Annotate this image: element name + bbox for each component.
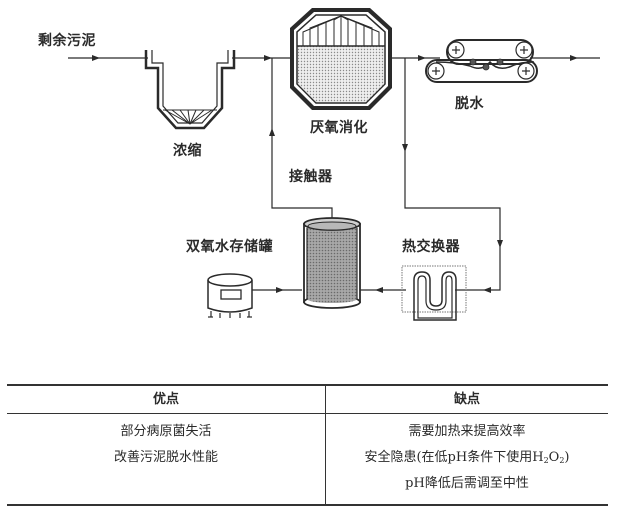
belt-press-dewatering-icon	[425, 39, 538, 83]
header-advantages: 优点	[152, 392, 179, 407]
advantage-item: 部分病原菌失活	[120, 424, 212, 439]
contactor-vessel-icon	[303, 217, 361, 309]
table-top-rule	[7, 384, 608, 386]
flow-arrow-from-storage	[276, 287, 284, 293]
process-flow-diagram	[68, 8, 600, 321]
label-anaerobic-digestion: 厌氧消化	[310, 120, 368, 136]
anaerobic-digester-icon	[290, 8, 392, 110]
table-header-rule	[7, 413, 608, 414]
label-thickening: 浓缩	[173, 143, 202, 159]
flow-arrow-down-from-digester	[402, 144, 408, 152]
flow-arrow-to-digester	[264, 55, 272, 61]
label-dewatering: 脱水	[455, 96, 484, 112]
disadvantage-item: 需要加热来提高效率	[408, 424, 526, 439]
label-input-excess-sludge: 剩余污泥	[38, 33, 96, 49]
flow-arrow-into-exchanger	[483, 287, 491, 293]
advantage-item: 改善污泥脱水性能	[113, 450, 218, 465]
disadvantage-item: 安全隐患(在低pH条件下使用H2O2)	[364, 450, 570, 465]
advantages-column: 部分病原菌失活 改善污泥脱水性能	[7, 419, 325, 471]
disadvantage-item: pH降低后需调至中性	[405, 476, 529, 491]
flow-arrow-down-to-exchanger	[497, 240, 503, 248]
flow-arrow-up-to-digester	[269, 128, 275, 136]
flow-arrow-output	[570, 55, 578, 61]
heat-exchanger-icon	[401, 265, 467, 321]
thickener-tank-icon	[144, 50, 236, 130]
label-contactor: 接触器	[289, 169, 333, 185]
h2o2-storage-tank-icon	[207, 273, 253, 318]
label-heat-exchanger: 热交换器	[402, 239, 460, 255]
disadvantages-column: 需要加热来提高效率 安全隐患(在低pH条件下使用H2O2) pH降低后需调至中性	[326, 419, 608, 497]
table-column-divider	[325, 384, 326, 505]
flow-arrow-into-contactor	[375, 287, 383, 293]
flow-arrow-to-dewatering	[418, 55, 426, 61]
label-h2o2-storage-tank: 双氧水存储罐	[186, 239, 273, 255]
flow-arrow-input	[92, 55, 100, 61]
table-bottom-rule	[7, 504, 608, 506]
header-disadvantages: 缺点	[453, 392, 480, 407]
